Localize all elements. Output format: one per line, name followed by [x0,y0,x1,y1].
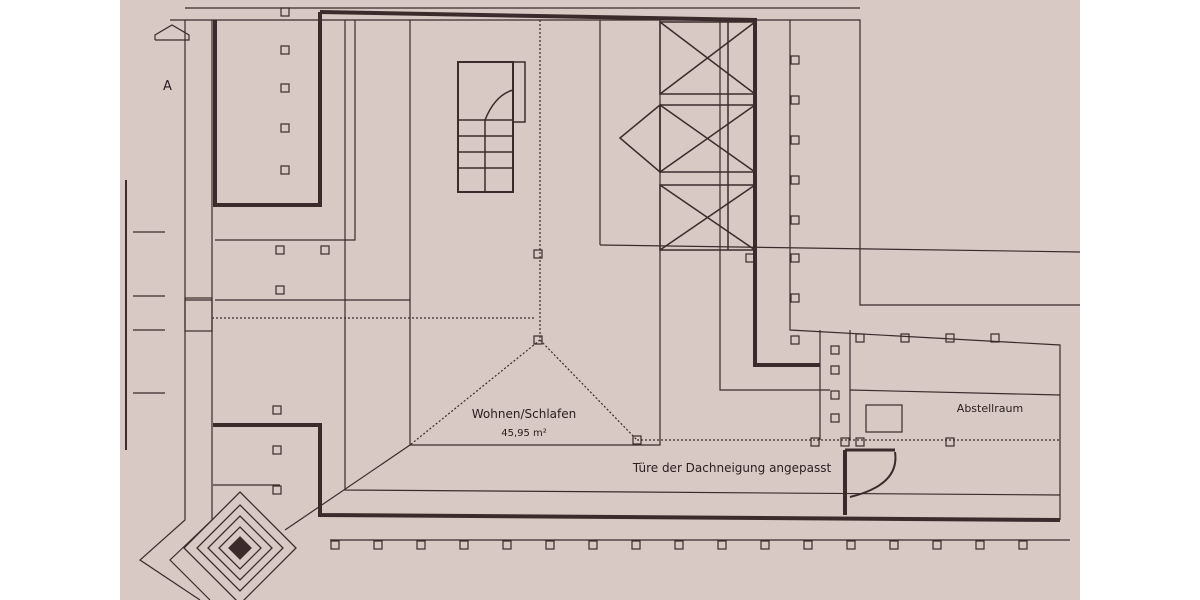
marker-square [790,95,800,105]
marker-square [945,333,955,343]
marker-square [975,540,985,550]
marker-square [900,333,910,343]
marker-square [830,365,840,375]
marker-square [840,437,850,447]
marker-square [631,540,641,550]
marker-square [416,540,426,550]
marker-square [459,540,469,550]
marker-square [803,540,813,550]
marker-square [855,437,865,447]
room-name-label: Wohnen/Schlafen [472,407,576,421]
marker-square [272,445,282,455]
marker-square [745,253,755,263]
marker-square [830,345,840,355]
marker-square [588,540,598,550]
marker-square [502,540,512,550]
marker-square [790,135,800,145]
marker-square [846,540,856,550]
marker-square [533,249,543,259]
marker-square [280,165,290,175]
marker-square [990,333,1000,343]
marker-square [545,540,555,550]
marker-square [830,413,840,423]
marker-square [790,293,800,303]
marker-squares [272,7,1028,550]
marker-square [790,215,800,225]
marker-square [1018,540,1028,550]
marker-square [275,285,285,295]
marker-square [272,405,282,415]
marker-square [280,45,290,55]
marker-square [632,435,642,445]
marker-square [855,333,865,343]
marker-square [533,335,543,345]
storage-room-label: Abstellraum [957,402,1023,415]
marker-square [760,540,770,550]
marker-square [790,175,800,185]
roof-pyramid [183,491,297,600]
marker-square [280,83,290,93]
marker-square [330,540,340,550]
door-note-label: Türe der Dachneigung angepasst [632,461,832,475]
marker-square [889,540,899,550]
plan-lines [125,7,1081,600]
marker-square [790,55,800,65]
marker-square [790,335,800,345]
marker-square [790,253,800,263]
section-marker-label: A [163,79,172,94]
marker-square [275,245,285,255]
marker-square [320,245,330,255]
marker-square [810,437,820,447]
marker-square [280,123,290,133]
marker-square [280,7,290,17]
marker-square [272,485,282,495]
marker-square [717,540,727,550]
marker-square [830,390,840,400]
marker-square [373,540,383,550]
room-area-label: 45,95 m² [501,428,547,439]
marker-square [945,437,955,447]
marker-square [674,540,684,550]
marker-square [932,540,942,550]
